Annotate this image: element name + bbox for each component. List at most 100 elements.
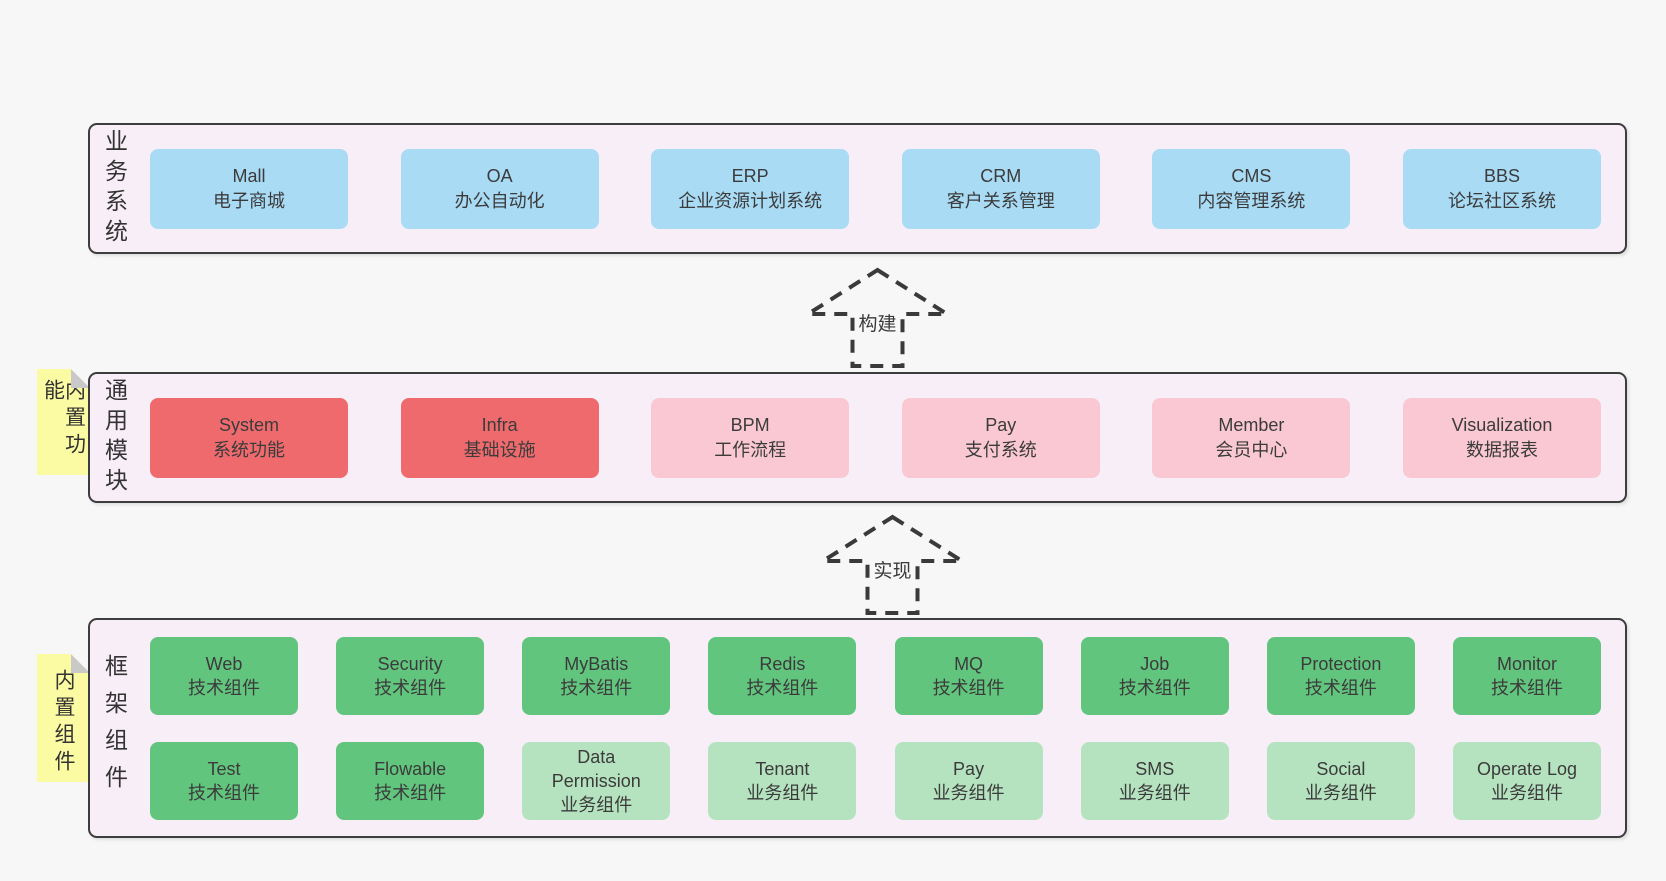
panel-rows: System 系统功能 Infra 基础设施 BPM 工作流程 Pay 支付系统 Member 会… bbox=[150, 374, 1601, 501]
module-box-subtitle: 业务组件 bbox=[746, 782, 819, 803]
module-box-web: Web 技术组件 bbox=[150, 636, 298, 715]
module-box-name: Redis bbox=[759, 653, 806, 674]
module-box-subtitle: 技术组件 bbox=[188, 782, 260, 803]
module-box-subtitle: 技术组件 bbox=[560, 677, 633, 698]
module-box-name: Security bbox=[377, 653, 443, 674]
sticky-note-label: 内置组件 bbox=[52, 669, 75, 777]
module-box-sms: SMS 业务组件 bbox=[1080, 741, 1229, 820]
module-box-subtitle: 办公自动化 bbox=[454, 190, 545, 211]
module-box-name: System bbox=[218, 414, 279, 435]
module-box-name: BBS bbox=[1483, 165, 1520, 186]
module-box-bpm: BPM 工作流程 bbox=[651, 397, 850, 478]
module-box-subtitle: 业务组件 bbox=[932, 782, 1005, 803]
module-box-subtitle: 业务组件 bbox=[1304, 782, 1377, 803]
module-box-subtitle: 业务组件 bbox=[1118, 782, 1191, 803]
module-box-name: Member bbox=[1218, 414, 1285, 435]
module-box-name: CMS bbox=[1231, 165, 1272, 186]
sticky-note-built-in-components: 内置组件 bbox=[37, 654, 90, 782]
module-box-member: Member 会员中心 bbox=[1152, 397, 1351, 478]
module-box-subtitle: 客户关系管理 bbox=[946, 190, 1055, 211]
panel-rows: Mall 电子商城 OA 办公自动化 ERP 企业资源计划系统 CRM 客户关系管理 CMS 内容… bbox=[150, 125, 1601, 252]
module-box-redis: Redis 技术组件 bbox=[708, 636, 857, 715]
module-box-erp: ERP 企业资源计划系统 bbox=[651, 148, 850, 229]
panel-side-label-text: 框架组件 bbox=[101, 654, 128, 802]
module-box-name: Test bbox=[207, 758, 241, 779]
module-box-name: BPM bbox=[730, 414, 770, 435]
panel-side-label: 通用模块 bbox=[90, 374, 138, 501]
module-box-cms: CMS 内容管理系统 bbox=[1152, 148, 1351, 229]
sticky-note-built-in-functions: 内置功能 bbox=[37, 369, 90, 475]
module-box-name: MyBatis bbox=[564, 653, 629, 674]
module-box-social: Social 业务组件 bbox=[1266, 741, 1415, 820]
module-box-subtitle: 技术组件 bbox=[746, 677, 819, 698]
module-box-subtitle: 支付系统 bbox=[964, 439, 1037, 460]
module-box-mybatis: MyBatis 技术组件 bbox=[522, 636, 671, 715]
module-box-subtitle: 工作流程 bbox=[714, 439, 787, 460]
module-box-mall: Mall 电子商城 bbox=[150, 148, 348, 229]
module-box-name: Data Permission bbox=[551, 746, 641, 791]
module-box-subtitle: 基础设施 bbox=[463, 439, 536, 460]
dashed-up-arrow-implement: 实现 bbox=[820, 513, 965, 617]
module-box-name: Tenant bbox=[755, 758, 810, 779]
module-box-name: Pay bbox=[985, 414, 1017, 435]
module-box-test: Test 技术组件 bbox=[150, 741, 298, 820]
module-box-name: ERP bbox=[731, 165, 769, 186]
module-box-name: OA bbox=[486, 165, 513, 186]
module-box-subtitle: 内容管理系统 bbox=[1197, 190, 1306, 211]
module-box-subtitle: 技术组件 bbox=[1118, 677, 1191, 698]
module-box-subtitle: 业务组件 bbox=[1490, 782, 1563, 803]
module-box-name: Mall bbox=[232, 165, 266, 186]
box-row: Mall 电子商城 OA 办公自动化 ERP 企业资源计划系统 CRM 客户关系管理 CMS 内容… bbox=[150, 148, 1601, 229]
module-box-name: Infra bbox=[481, 414, 518, 435]
panel-side-label-text: 业务系统 bbox=[101, 128, 128, 249]
sticky-note-label: 内置功能 bbox=[41, 379, 86, 460]
panel-business-systems: 业务系统 Mall 电子商城 OA 办公自动化 ERP 企业资源计划系统 CRM 客户关系管理… bbox=[88, 123, 1627, 254]
module-box-subtitle: 技术组件 bbox=[932, 677, 1005, 698]
up-arrow-icon bbox=[805, 267, 950, 368]
module-box-job: Job 技术组件 bbox=[1080, 636, 1229, 715]
module-box-subtitle: 电子商城 bbox=[213, 190, 285, 211]
arrow-label: 实现 bbox=[871, 561, 914, 584]
module-box-subtitle: 技术组件 bbox=[374, 677, 447, 698]
module-box-name: Operate Log bbox=[1476, 758, 1578, 779]
module-box-name: Visualization bbox=[1451, 414, 1553, 435]
arrow-label: 构建 bbox=[856, 314, 899, 337]
module-box-name: Pay bbox=[953, 758, 985, 779]
dashed-up-arrow-build: 构建 bbox=[805, 266, 950, 370]
module-box-subtitle: 技术组件 bbox=[188, 677, 260, 698]
module-box-subtitle: 系统功能 bbox=[213, 439, 285, 460]
module-box-name: SMS bbox=[1135, 758, 1175, 779]
module-box-operate-log: Operate Log 业务组件 bbox=[1452, 741, 1601, 820]
panel-side-label-text: 通用模块 bbox=[101, 377, 128, 498]
module-box-name: Job bbox=[1140, 653, 1170, 674]
module-box-pay: Pay 业务组件 bbox=[894, 741, 1043, 820]
up-arrow-icon bbox=[820, 514, 965, 615]
module-box-subtitle: 业务组件 bbox=[560, 794, 633, 815]
module-box-name: Protection bbox=[1300, 653, 1382, 674]
box-row: System 系统功能 Infra 基础设施 BPM 工作流程 Pay 支付系统 Member 会… bbox=[150, 397, 1601, 478]
module-box-pay: Pay 支付系统 bbox=[901, 397, 1100, 478]
module-box-data-permission: Data Permission 业务组件 bbox=[522, 741, 671, 820]
module-box-subtitle: 会员中心 bbox=[1215, 439, 1288, 460]
module-box-oa: OA 办公自动化 bbox=[400, 148, 599, 229]
module-box-subtitle: 企业资源计划系统 bbox=[678, 190, 823, 211]
module-box-name: Social bbox=[1316, 758, 1366, 779]
module-box-tenant: Tenant 业务组件 bbox=[708, 741, 857, 820]
module-box-name: CRM bbox=[980, 165, 1022, 186]
panel-common-modules: 通用模块 System 系统功能 Infra 基础设施 BPM 工作流程 Pay 支付系统 Me… bbox=[88, 372, 1627, 503]
module-box-infra: Infra 基础设施 bbox=[400, 397, 599, 478]
module-box-subtitle: 技术组件 bbox=[1304, 677, 1377, 698]
module-box-security: Security 技术组件 bbox=[336, 636, 485, 715]
module-box-name: Flowable bbox=[374, 758, 447, 779]
module-box-crm: CRM 客户关系管理 bbox=[901, 148, 1100, 229]
module-box-name: Web bbox=[205, 653, 243, 674]
